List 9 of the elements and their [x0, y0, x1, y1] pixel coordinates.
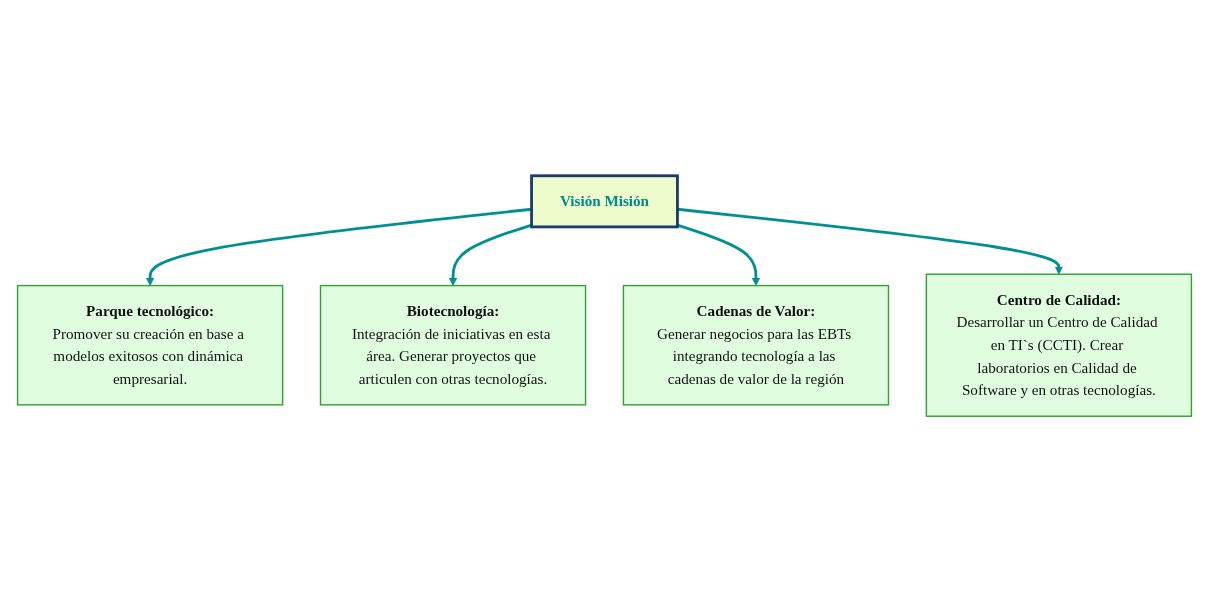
node-box: Biotecnología: Integración de iniciativas en esta área. Generar proyectos que articulen con otras tecnologías.	[319, 284, 587, 406]
node-box: Parque tecnológico: Promover su creación en base a modelos exitosos con dinámica empresarial.	[16, 284, 284, 406]
node-box: Visión Misión	[530, 174, 679, 229]
arrow	[448, 223, 532, 286]
node-box: Cadenas de Valor: Generar negocios para las EBTs integrando tecnología a las cadenas de valor de la región	[622, 284, 890, 406]
node-box: Centro de Calidad: Desarrollar un Centro de Calidad en TI`s (CCTI). Crear laboratorios en Calidad de Software y en otras tecnologías.	[925, 273, 1193, 417]
arrow	[677, 223, 761, 286]
arrow	[145, 207, 532, 286]
arrow	[677, 207, 1064, 275]
